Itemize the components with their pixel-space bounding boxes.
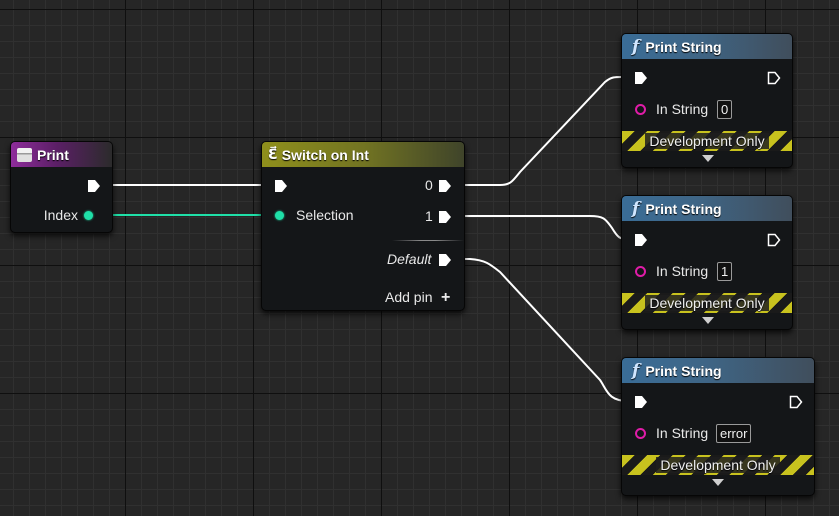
development-only-banner: Development Only	[622, 293, 792, 313]
exec-wire-case1-to-print1[interactable]	[455, 215, 629, 240]
expand-arrow-icon[interactable]	[702, 317, 714, 324]
case-0-pin-label: 0	[425, 177, 433, 193]
custom-event-node-print[interactable]: Print Index	[10, 141, 113, 233]
switch-on-int-node[interactable]: Ɛ⃗ Switch on Int Selection 0 1 Default A…	[261, 141, 465, 311]
node-title: Print String	[645, 200, 722, 217]
index-output-pin[interactable]	[84, 211, 93, 220]
print-string-node-2[interactable]: f Print String In String error Developme…	[621, 357, 815, 496]
case-1-pin-label: 1	[425, 208, 433, 224]
node-title: Print String	[645, 38, 722, 55]
function-icon: f	[632, 360, 640, 381]
node-header[interactable]: Ɛ⃗ Switch on Int	[262, 142, 464, 167]
default-output-pin[interactable]	[438, 253, 452, 267]
exec-output-pin[interactable]	[87, 179, 101, 193]
function-icon: f	[632, 36, 640, 57]
exec-wire-case0-to-print0[interactable]	[455, 75, 629, 186]
development-only-label: Development Only	[656, 457, 780, 473]
pin-divider	[392, 240, 464, 241]
in-string-pin[interactable]	[635, 104, 646, 115]
print-string-node-0[interactable]: f Print String In String 0 Development O…	[621, 33, 793, 168]
node-header[interactable]: Print	[11, 142, 112, 167]
node-title: Print String	[645, 362, 722, 379]
in-string-value-field[interactable]: 0	[717, 100, 733, 119]
in-string-value-field[interactable]: error	[716, 424, 752, 443]
selection-input-pin[interactable]	[275, 211, 284, 220]
development-only-banner: Development Only	[622, 131, 792, 151]
add-pin-label[interactable]: Add pin	[385, 289, 433, 305]
default-pin-label: Default	[387, 251, 432, 267]
development-only-label: Development Only	[645, 133, 769, 149]
exec-input-pin[interactable]	[634, 71, 648, 85]
function-icon: f	[632, 198, 640, 219]
index-pin-label: Index	[43, 207, 78, 223]
case-0-output-pin[interactable]	[438, 179, 452, 193]
in-string-label: In String	[656, 425, 709, 441]
exec-output-pin[interactable]	[767, 71, 781, 85]
node-header[interactable]: f Print String	[622, 358, 814, 383]
node-header[interactable]: f Print String	[622, 196, 792, 221]
event-icon	[17, 147, 32, 162]
in-string-value-field[interactable]: 1	[717, 262, 733, 281]
exec-input-pin[interactable]	[634, 233, 648, 247]
case-1-output-pin[interactable]	[438, 210, 452, 224]
exec-input-pin[interactable]	[274, 179, 288, 193]
in-string-label: In String	[656, 263, 709, 279]
node-header[interactable]: f Print String	[622, 34, 792, 59]
in-string-pin[interactable]	[635, 266, 646, 277]
development-only-label: Development Only	[645, 295, 769, 311]
exec-output-pin[interactable]	[767, 233, 781, 247]
in-string-label: In String	[656, 101, 709, 117]
expand-arrow-icon[interactable]	[712, 479, 724, 486]
in-string-pin[interactable]	[635, 428, 646, 439]
development-only-banner: Development Only	[622, 455, 814, 475]
expand-arrow-icon[interactable]	[702, 155, 714, 162]
node-title: Switch on Int	[281, 146, 369, 163]
macro-icon: Ɛ⃗	[268, 146, 278, 163]
node-title: Print	[37, 146, 69, 163]
exec-input-pin[interactable]	[634, 395, 648, 409]
selection-pin-label: Selection	[296, 207, 354, 223]
plus-icon[interactable]: +	[441, 289, 451, 306]
exec-output-pin[interactable]	[789, 395, 803, 409]
exec-wire-default-to-print2[interactable]	[455, 258, 629, 402]
print-string-node-1[interactable]: f Print String In String 1 Development O…	[621, 195, 793, 330]
